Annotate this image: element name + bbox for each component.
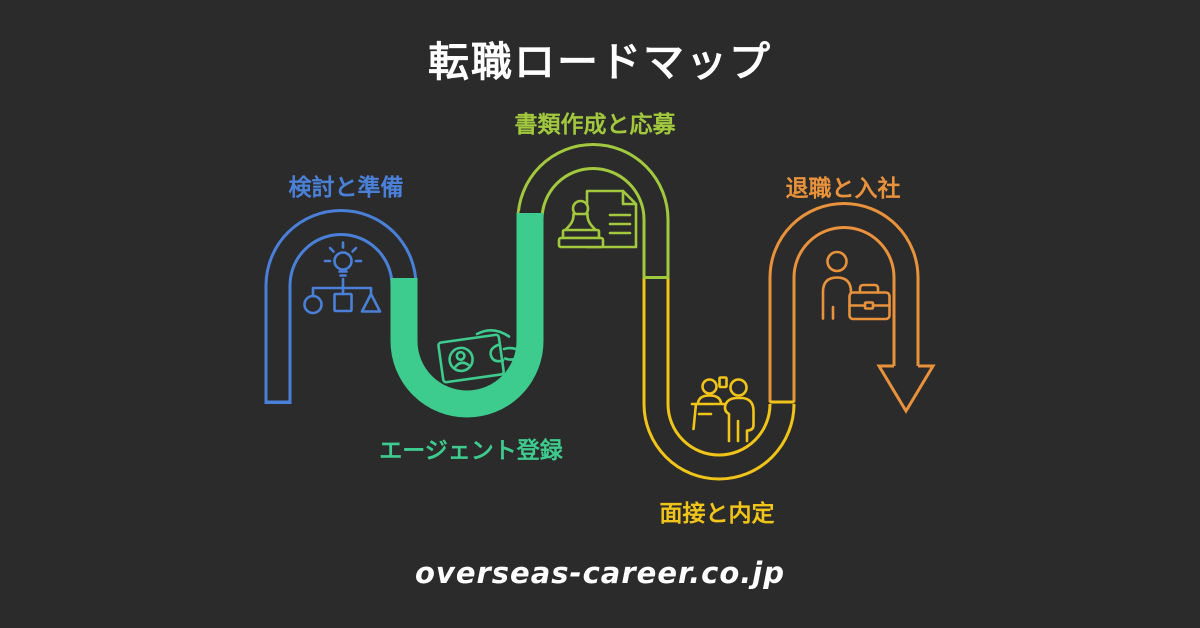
- person-torso: [821, 276, 853, 320]
- stage-label-agent-registration: エージェント登録: [379, 438, 563, 464]
- candidate-body: [723, 396, 755, 443]
- stage-label-consideration: 検討と準備: [288, 175, 404, 201]
- speech-bubble: [718, 376, 728, 389]
- ray-left: [328, 246, 335, 253]
- hand-grab: [489, 343, 505, 363]
- card-person-head: [455, 350, 466, 362]
- document-fold: [621, 189, 638, 206]
- desk-leg: [692, 402, 698, 431]
- card-person-shoulders: [454, 361, 470, 369]
- idea-organization-icon: [303, 241, 382, 315]
- bulb-base: [338, 270, 348, 277]
- briefcase-handle: [858, 283, 880, 294]
- stamp-foot: [557, 236, 605, 249]
- org-triangle: [360, 292, 382, 313]
- person-head: [826, 250, 848, 273]
- road-segment-2-green-filled-u: [390, 213, 544, 418]
- road-cutout-3: [519, 146, 667, 280]
- org-circle: [303, 294, 323, 315]
- stamp-body: [563, 212, 598, 232]
- business-card-hand-icon: [437, 329, 521, 384]
- org-connectors: [311, 277, 373, 298]
- card-group: [437, 333, 505, 384]
- road-cutout-5: [771, 205, 917, 404]
- hand-finger-1: [502, 346, 521, 352]
- down-arrow-icon: [876, 364, 936, 414]
- org-square: [333, 292, 353, 313]
- hand-thumb: [475, 329, 511, 338]
- interview-icon: [690, 376, 755, 443]
- briefcase-clasp: [863, 301, 875, 310]
- site-url: overseas-career.co.jp: [414, 556, 786, 590]
- stage-label-interview-offer: 面接と内定: [659, 501, 775, 527]
- person-briefcase-icon: [821, 250, 891, 321]
- bulb-circle: [333, 251, 353, 271]
- card-photo-circle: [448, 346, 474, 373]
- interviewer-head: [701, 378, 718, 395]
- ray-right: [351, 246, 358, 253]
- stage-label-resign-join: 退職と入社: [785, 176, 901, 202]
- page-title: 転職ロードマップ: [428, 38, 772, 86]
- road-inner-cutouts: [267, 146, 917, 478]
- stage-label-documents-apply: 書類作成と応募: [514, 112, 676, 138]
- card-rect: [437, 333, 505, 384]
- document-lines: [608, 213, 632, 235]
- candidate-head: [729, 378, 748, 397]
- hand-finger-2: [503, 356, 520, 361]
- document-stamp-icon: [557, 189, 638, 249]
- interviewer-shoulders: [696, 394, 723, 405]
- road-cutout-1: [267, 212, 415, 401]
- road-cutout-4: [645, 276, 793, 478]
